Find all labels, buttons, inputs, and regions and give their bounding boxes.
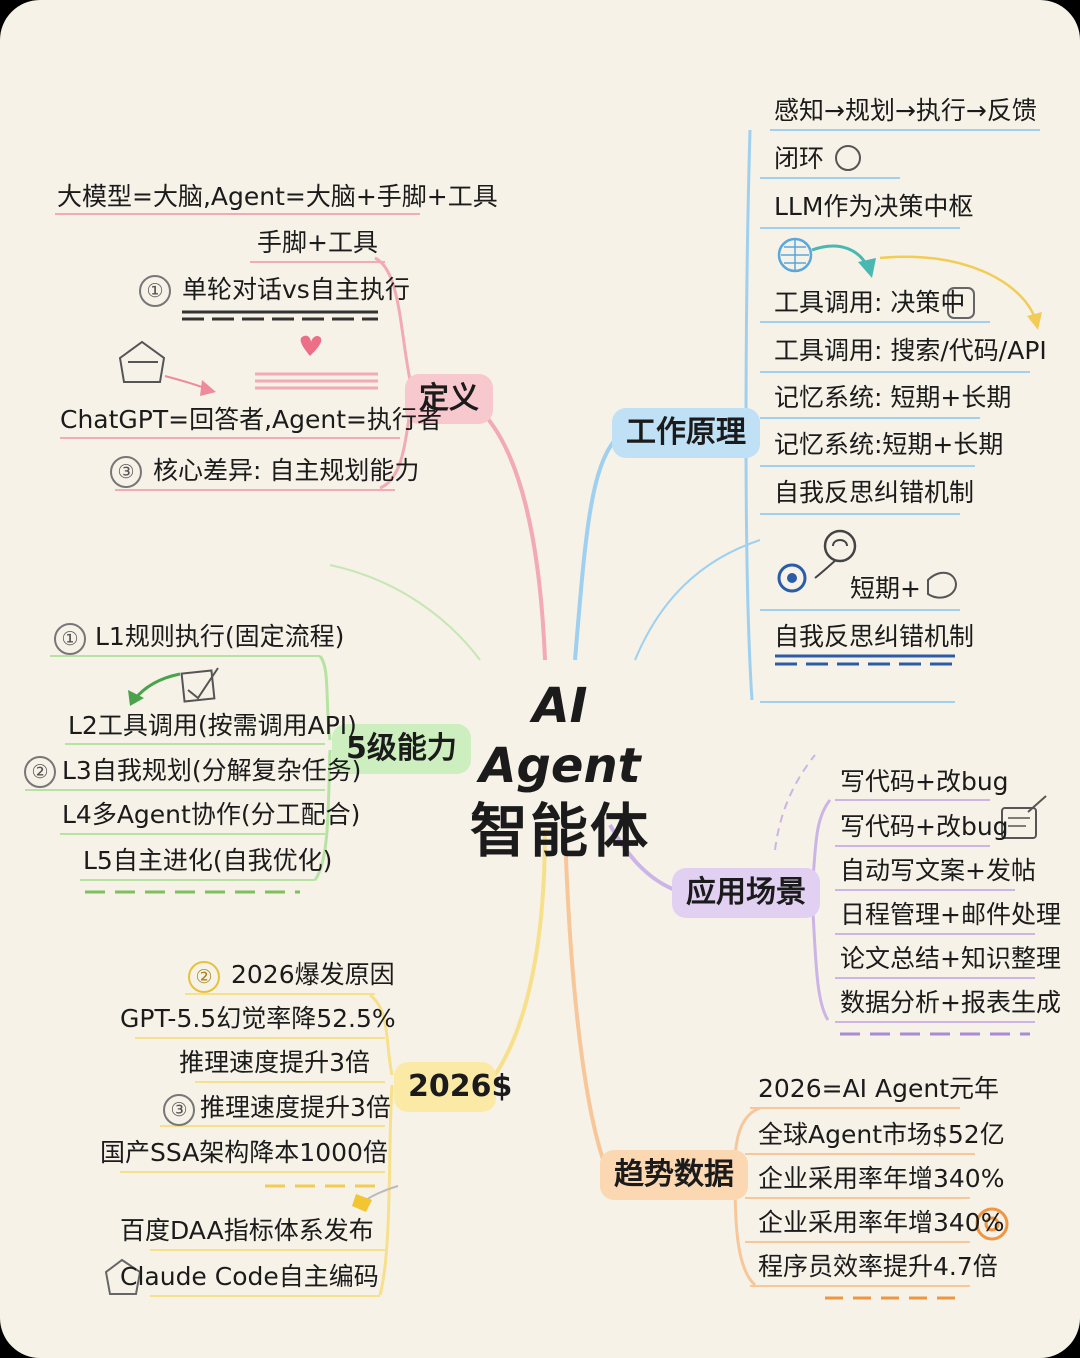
- definition-double-rule: [182, 310, 378, 321]
- scenarios-underlines: [835, 799, 1035, 1023]
- screen-icon: [1001, 807, 1037, 839]
- trends-item-1: 2026=AI Agent元年: [758, 1074, 999, 1103]
- arc-working-extra: [634, 539, 761, 661]
- topic-definition[interactable]: 定义: [405, 374, 493, 424]
- definition-item-3: 单轮对话vs自主执行: [182, 275, 410, 304]
- definition-bracket: [374, 256, 412, 490]
- jar-icon: [947, 287, 975, 319]
- trends-item-5: 程序员效率提升4.7倍: [758, 1252, 998, 1281]
- definition-item-2: 手脚+工具: [257, 228, 378, 257]
- scenarios-item-2: 写代码+改bug: [840, 812, 1009, 841]
- definition-item-4: ChatGPT=回答者,Agent=执行者: [60, 405, 442, 434]
- levels-marker-2: ②: [24, 756, 56, 788]
- y2026-item-5: 国产SSA架构降本1000倍: [100, 1138, 388, 1167]
- topic-trends[interactable]: 趋势数据: [600, 1150, 748, 1200]
- bullseye-icon: [975, 1207, 1009, 1241]
- y2026-item-3: 推理速度提升3倍: [179, 1048, 370, 1077]
- scenarios-item-3: 自动写文案+发帖: [840, 856, 1036, 885]
- levels-item-2: L2工具调用(按需调用API): [68, 711, 357, 740]
- branch-line-definition: [478, 408, 547, 661]
- y2026-item-7: Claude Code自主编码: [120, 1262, 379, 1291]
- target-icon: [777, 563, 807, 593]
- definition-item-1: 大模型=大脑,Agent=大脑+手脚+工具: [57, 182, 498, 211]
- y2026-item-4: 推理速度提升3倍: [200, 1093, 391, 1122]
- y2026-bracket: [369, 993, 394, 1296]
- center-subtitle: 智能体: [469, 797, 650, 865]
- levels-arrow: [132, 672, 181, 701]
- y2026-marker-3: ③: [163, 1094, 195, 1126]
- levels-item-3: L3自我规划(分解复杂任务): [62, 756, 362, 785]
- pencil-icon: [352, 1194, 372, 1212]
- definition-marker-3: ③: [110, 456, 142, 488]
- y2026-arrow: [365, 1185, 399, 1201]
- arc-levels-to-definition: [329, 564, 481, 661]
- trends-underlines: [745, 1107, 975, 1287]
- working-item-4: 工具调用: 决策中: [774, 288, 966, 317]
- definition-item-5: 核心差异: 自主规划能力: [153, 456, 420, 485]
- trends-item-2: 全球Agent市场$52亿: [758, 1120, 1005, 1149]
- scenarios-item-1: 写代码+改bug: [840, 767, 1009, 796]
- trends-item-4: 企业采用率年增340%: [758, 1208, 1005, 1237]
- working-item-5: 工具调用: 搜索/代码/API: [774, 336, 1047, 365]
- branch-line-scenarios: [608, 824, 676, 892]
- topic-working[interactable]: 工作原理: [612, 408, 760, 458]
- levels-underlines: [25, 655, 325, 881]
- scenarios-item-5: 论文总结+知识整理: [840, 944, 1061, 973]
- levels-item-4: L4多Agent协作(分工配合): [62, 800, 361, 829]
- topic-scenarios[interactable]: 应用场景: [672, 868, 820, 918]
- gift-icon: [118, 340, 166, 383]
- levels-item-5: L5自主进化(自我优化): [83, 846, 333, 875]
- definition-marker-1: ①: [139, 275, 171, 307]
- y2026-underlines: [120, 993, 385, 1297]
- working-item-10: 自我反思纠错机制: [774, 622, 975, 651]
- branch-line-working: [573, 438, 617, 661]
- working-underlines: [760, 129, 1040, 703]
- working-item-7: 记忆系统:短期+长期: [774, 430, 1004, 459]
- y2026-item-2: GPT-5.5幻觉率降52.5%: [120, 1004, 396, 1033]
- arc-scenarios-extra: [774, 754, 816, 851]
- working-item-9: 短期+: [850, 574, 921, 603]
- chat-icon: [927, 571, 958, 599]
- working-item-2: 闭环: [774, 144, 825, 173]
- working-item-1: 感知→规划→执行→反馈: [774, 96, 1037, 125]
- working-teal-arrow: [811, 244, 870, 269]
- hat-icon: [104, 1258, 142, 1295]
- heart-icon: [300, 335, 322, 356]
- checkbox-icon: [180, 669, 216, 703]
- y2026-item-6: 百度DAA指标体系发布: [120, 1216, 374, 1245]
- loop-icon: [835, 145, 861, 171]
- working-item-8: 自我反思纠错机制: [774, 478, 975, 507]
- topic-levels[interactable]: 5级能力: [332, 724, 471, 774]
- center-title: AI Agent: [479, 678, 641, 794]
- scenarios-item-4: 日程管理+邮件处理: [840, 900, 1061, 929]
- levels-bracket: [313, 655, 332, 881]
- topic-2026[interactable]: 2026$: [394, 1062, 512, 1112]
- working-yellow-arrow: [879, 255, 1037, 319]
- y2026-item-1: 2026爆发原因: [231, 960, 395, 989]
- trends-item-3: 企业采用率年增340%: [758, 1164, 1005, 1193]
- working-dashed-rule: [775, 654, 955, 666]
- levels-marker-1: ①: [54, 623, 86, 655]
- levels-item-1: L1规则执行(固定流程): [95, 622, 345, 651]
- working-item-6: 记忆系统: 短期+长期: [774, 383, 1012, 412]
- scenarios-item-6: 数据分析+报表生成: [840, 988, 1061, 1017]
- branch-line-trends: [563, 829, 607, 1166]
- globe-icon: [777, 237, 813, 273]
- center-node: AI Agent 智能体: [455, 676, 665, 866]
- refresh-icon: [823, 529, 857, 563]
- y2026-marker-2: ②: [188, 961, 220, 993]
- definition-underlines: [55, 213, 420, 491]
- branch-line-2026: [493, 829, 547, 1077]
- working-item-3: LLM作为决策中枢: [774, 192, 974, 221]
- definition-pink-rule: [255, 372, 378, 390]
